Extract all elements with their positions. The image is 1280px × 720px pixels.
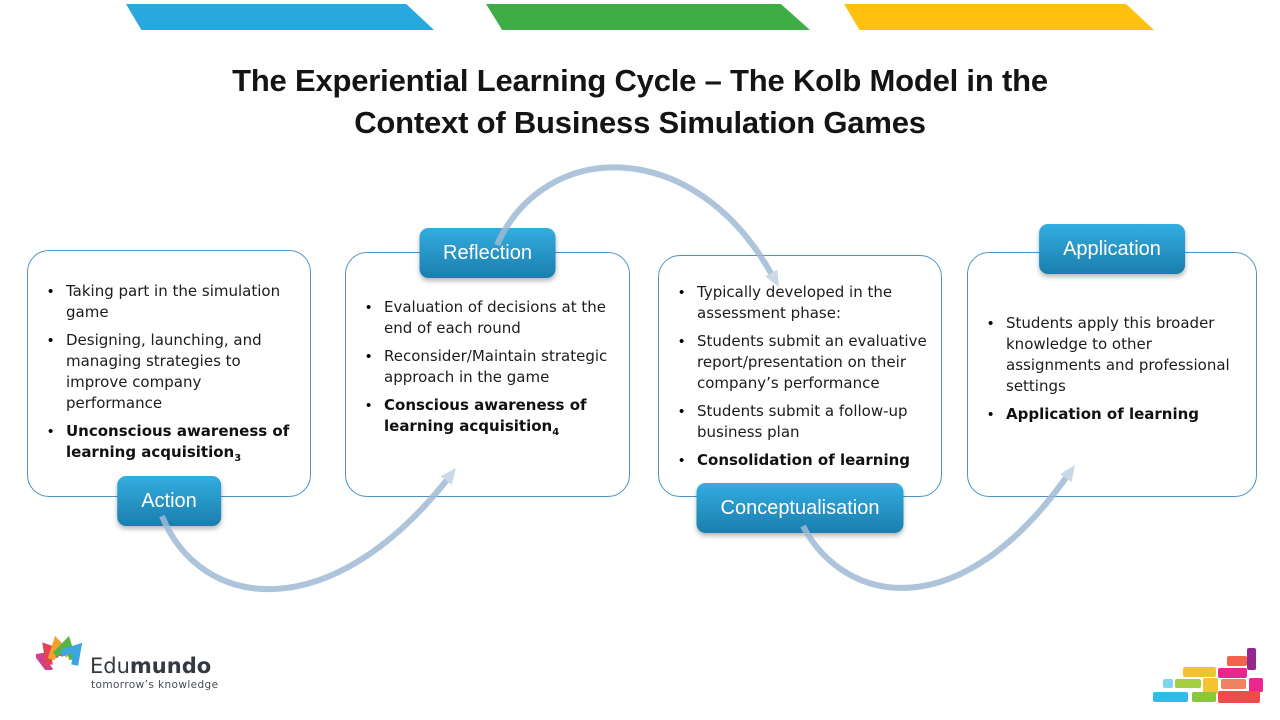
bullet-item: • Students submit an evaluative report/pr… xyxy=(679,331,929,394)
bullet-marker: • xyxy=(48,423,54,440)
stage-application-card: • Students apply this broader knowledge t… xyxy=(967,252,1257,497)
bullet-item: • Conscious awareness of learning acquisi… xyxy=(366,395,617,438)
bullet-marker: • xyxy=(679,403,685,420)
logo-block xyxy=(1218,668,1247,678)
stage-action: • Taking part in the simulation game • Desi… xyxy=(27,250,311,530)
stage-reflection-bullets: • Evaluation of decisions at the end of e… xyxy=(346,253,629,438)
bullet-text: Students submit an evaluative report/pre… xyxy=(697,332,927,392)
stage-conceptualisation-label: Conceptualisation xyxy=(696,483,904,533)
logo-block xyxy=(1175,679,1201,688)
slide-title: The Experiential Learning Cycle – The Ko… xyxy=(0,60,1280,144)
bullet-item: • Consolidation of learning xyxy=(679,450,929,471)
edumundo-logo: Edumundo tomorrow’s knowledge xyxy=(36,622,256,702)
stage-conceptualisation-bullets: • Typically developed in the assessment p… xyxy=(659,256,941,471)
stage-action-label: Action xyxy=(117,476,221,526)
decorative-ribbon-green xyxy=(486,4,810,30)
bullet-marker: • xyxy=(48,332,54,349)
bullet-item: • Taking part in the simulation game xyxy=(48,281,298,323)
bullet-text: Reconsider/Maintain strategic approach i… xyxy=(384,347,608,386)
edumundo-wordmark-regular: Edu xyxy=(90,654,130,678)
bullet-text: Taking part in the simulation game xyxy=(66,282,281,321)
decorative-ribbon-yellow xyxy=(844,4,1154,30)
bullet-text: Evaluation of decisions at the end of ea… xyxy=(384,298,607,337)
bullet-item: • Reconsider/Maintain strategic approach … xyxy=(366,346,617,388)
logo-block xyxy=(1227,656,1247,666)
logo-block xyxy=(1221,679,1246,689)
stage-conceptualisation-card: • Typically developed in the assessment p… xyxy=(658,255,942,497)
bullet-item: • Evaluation of decisions at the end of e… xyxy=(366,297,617,339)
bullet-marker: • xyxy=(679,452,685,469)
stage-application: • Students apply this broader knowledge t… xyxy=(967,224,1257,498)
decorative-ribbon-blue xyxy=(126,4,434,30)
slide-title-line1: The Experiential Learning Cycle – The Ko… xyxy=(232,63,1048,98)
bullet-marker: • xyxy=(366,397,372,414)
logo-block xyxy=(1249,678,1263,692)
bullet-marker: • xyxy=(679,333,685,350)
bullet-marker: • xyxy=(48,283,54,300)
bullet-text: Conscious awareness of learning acquisit… xyxy=(384,396,587,438)
logo-block xyxy=(1183,667,1216,677)
bullet-text: Unconscious awareness of learning acquis… xyxy=(66,422,290,464)
bullet-item: • Unconscious awareness of learning acqui… xyxy=(48,421,298,464)
bullet-text: Consolidation of learning xyxy=(697,451,911,469)
bullet-text: Designing, launching, and managing strat… xyxy=(66,331,262,412)
logo-block xyxy=(1163,679,1173,688)
stage-action-bullets: • Taking part in the simulation game • Desi… xyxy=(28,251,310,464)
bullet-marker: • xyxy=(988,406,994,423)
bullet-text: Students submit a follow-up business pla… xyxy=(697,402,908,441)
stage-reflection: • Evaluation of decisions at the end of e… xyxy=(345,228,630,498)
bullet-text: Typically developed in the assessment ph… xyxy=(697,283,893,322)
stage-conceptualisation: • Typically developed in the assessment p… xyxy=(658,255,942,536)
slide-title-line2: Context of Business Simulation Games xyxy=(354,105,926,140)
bullet-item: • Students submit a follow-up business pl… xyxy=(679,401,929,443)
stage-application-bullets: • Students apply this broader knowledge t… xyxy=(968,253,1256,425)
stage-action-card: • Taking part in the simulation game • Desi… xyxy=(27,250,311,497)
bullet-item: • Designing, launching, and managing stra… xyxy=(48,330,298,414)
logo-block xyxy=(1218,691,1260,703)
bullet-marker: • xyxy=(366,348,372,365)
logo-block xyxy=(1247,648,1256,670)
stage-reflection-label: Reflection xyxy=(419,228,556,278)
edumundo-wordmark-bold: mundo xyxy=(129,654,212,678)
bullet-item: • Application of learning xyxy=(988,404,1244,425)
block-mosaic-logo xyxy=(1152,648,1270,706)
bullet-text: Students apply this broader knowledge to… xyxy=(1006,314,1230,395)
bullet-marker: • xyxy=(366,299,372,316)
bullet-text: Application of learning xyxy=(1006,405,1200,423)
logo-block xyxy=(1192,692,1216,702)
bullet-marker: • xyxy=(679,284,685,301)
stage-reflection-card: • Evaluation of decisions at the end of e… xyxy=(345,252,630,497)
bullet-item: • Students apply this broader knowledge t… xyxy=(988,313,1244,397)
bullet-marker: • xyxy=(988,315,994,332)
edumundo-tagline: tomorrow’s knowledge xyxy=(91,679,219,691)
edumundo-wordmark: Edumundo xyxy=(90,654,211,678)
logo-block xyxy=(1203,678,1218,694)
bullet-item: • Typically developed in the assessment p… xyxy=(679,282,929,324)
logo-block xyxy=(1153,692,1188,702)
stage-application-label: Application xyxy=(1039,224,1185,274)
edumundo-fan-icon xyxy=(36,635,83,670)
